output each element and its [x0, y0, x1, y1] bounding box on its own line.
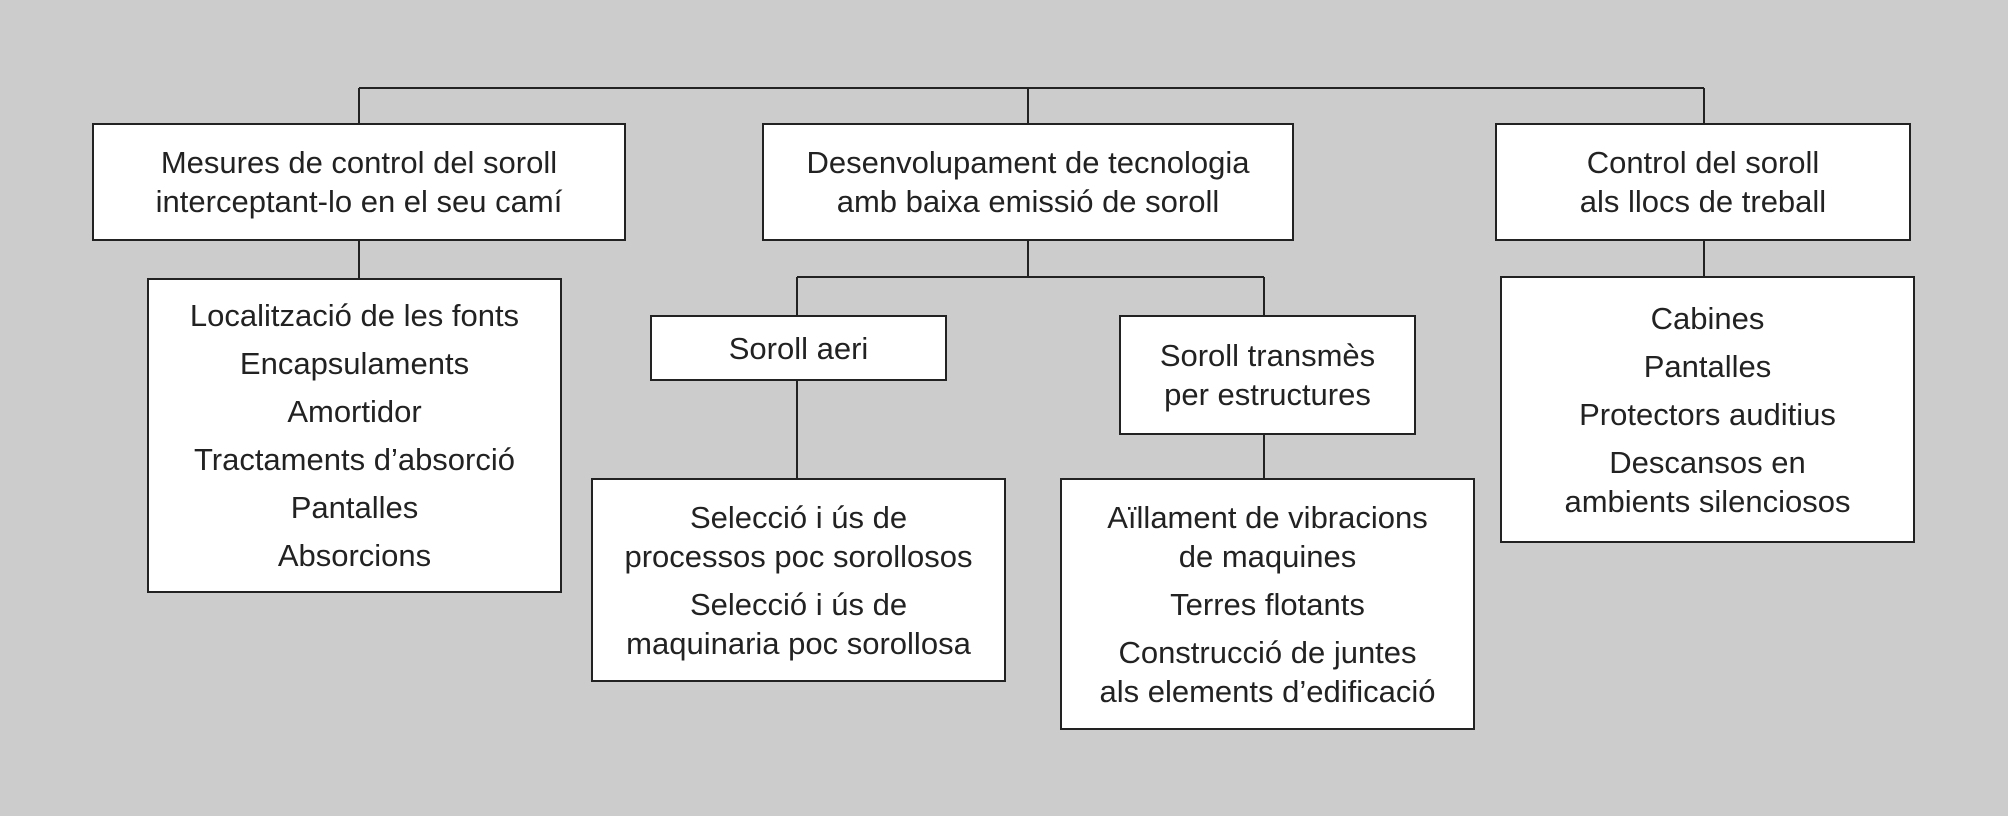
- list-item: Descansos en: [1609, 444, 1806, 480]
- box-text-line: Soroll aeri: [728, 330, 869, 366]
- box-structure-borne-noise: Soroll transmès per estructures: [1119, 315, 1416, 435]
- box-interception-measures-list: Localització de les fonts Encapsulaments…: [147, 278, 562, 593]
- list-item: Selecció i ús de: [689, 586, 908, 622]
- list-item: ambients silenciosos: [1564, 483, 1851, 519]
- list-item: Tractaments d’absorció: [193, 441, 516, 477]
- box-low-noise-technology: Desenvolupament de tecnologia amb baixa …: [762, 123, 1294, 241]
- list-item: Pantalles: [1643, 348, 1772, 384]
- list-item: Localització de les fonts: [189, 297, 520, 333]
- box-structure-measures-list: Aïllament de vibracions de maquines Terr…: [1060, 478, 1475, 730]
- box-text-line: interceptant-lo en el seu camí: [155, 184, 563, 219]
- box-workplace-measures-list: Cabines Pantalles Protectors auditius De…: [1500, 276, 1915, 543]
- box-text-line: Desenvolupament de tecnologia: [806, 145, 1250, 180]
- box-text-line: Mesures de control del soroll: [160, 145, 558, 180]
- list-item: Aïllament de vibracions: [1107, 499, 1428, 535]
- box-text-line: amb baixa emissió de soroll: [836, 184, 1220, 219]
- list-item: Protectors auditius: [1579, 396, 1836, 432]
- list-item: Cabines: [1650, 300, 1765, 336]
- list-item: Selecció i ús de: [689, 499, 908, 535]
- box-text-line: als llocs de treball: [1579, 184, 1827, 219]
- list-item: Pantalles: [290, 489, 419, 525]
- list-item: Encapsulaments: [239, 345, 470, 381]
- list-item: de maquines: [1178, 538, 1357, 574]
- box-airborne-noise: Soroll aeri: [650, 315, 947, 381]
- list-item: Construcció de juntes: [1118, 634, 1417, 670]
- list-item: Absorcions: [277, 537, 432, 573]
- box-text-line: Soroll transmès: [1159, 338, 1376, 373]
- list-item: als elements d’edificació: [1099, 673, 1436, 709]
- list-item: processos poc sorollosos: [624, 538, 973, 574]
- box-airborne-measures-list: Selecció i ús de processos poc sorolloso…: [591, 478, 1006, 682]
- box-workplace-control: Control del soroll als llocs de treball: [1495, 123, 1911, 241]
- box-text-line: per estructures: [1164, 377, 1371, 412]
- list-item: Terres flotants: [1170, 586, 1365, 622]
- list-item: maquinaria poc sorollosa: [626, 625, 971, 661]
- list-item: Amortidor: [287, 393, 422, 429]
- box-text-line: Control del soroll: [1586, 145, 1820, 180]
- box-interception-control: Mesures de control del soroll intercepta…: [92, 123, 626, 241]
